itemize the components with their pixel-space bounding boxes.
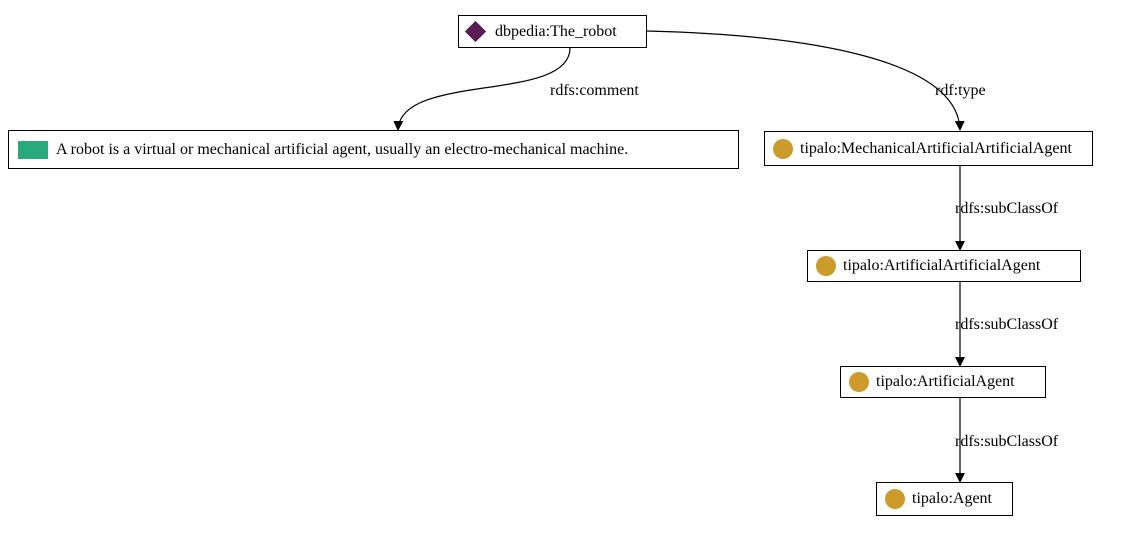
edge-label-rdfs-comment: rdfs:comment	[550, 82, 639, 99]
edge-label-rdf-type: rdf:type	[935, 82, 986, 99]
node-comment-literal[interactable]: A robot is a virtual or mechanical artif…	[8, 130, 739, 169]
class-circle-icon	[849, 372, 869, 392]
edge-rdfs-comment	[393, 47, 571, 131]
edge-rdf-type	[646, 30, 965, 131]
node-tipalo-artificial-agent[interactable]: tipalo:ArtificialAgent	[840, 366, 1046, 398]
literal-rect-icon	[18, 140, 48, 159]
diamond-icon	[464, 20, 487, 43]
node-tipalo-agent[interactable]: tipalo:Agent	[876, 482, 1013, 516]
node-label: dbpedia:The_robot	[495, 22, 617, 40]
node-label: tipalo:ArtificialAgent	[876, 373, 1015, 390]
edge-label-subclassof-3: rdfs:subClassOf	[955, 433, 1059, 450]
node-label: tipalo:Agent	[912, 490, 992, 507]
class-circle-icon	[773, 138, 793, 159]
node-label: tipalo:ArtificialArtificialAgent	[843, 257, 1041, 274]
edge-label-subclassof-2: rdfs:subClassOf	[955, 316, 1059, 333]
node-tipalo-mechanical-artificial-artificial-agent[interactable]: tipalo:MechanicalArtificialArtificialAge…	[764, 131, 1093, 166]
node-dbpedia-the-robot[interactable]: dbpedia:The_robot	[458, 15, 647, 48]
node-label: tipalo:MechanicalArtificialArtificialAge…	[800, 139, 1072, 157]
node-label: A robot is a virtual or mechanical artif…	[56, 140, 629, 158]
class-circle-icon	[816, 256, 836, 276]
node-tipalo-artificial-artificial-agent[interactable]: tipalo:ArtificialArtificialAgent	[807, 250, 1081, 282]
class-circle-icon	[885, 489, 905, 509]
edge-label-subclassof-1: rdfs:subClassOf	[955, 200, 1059, 217]
